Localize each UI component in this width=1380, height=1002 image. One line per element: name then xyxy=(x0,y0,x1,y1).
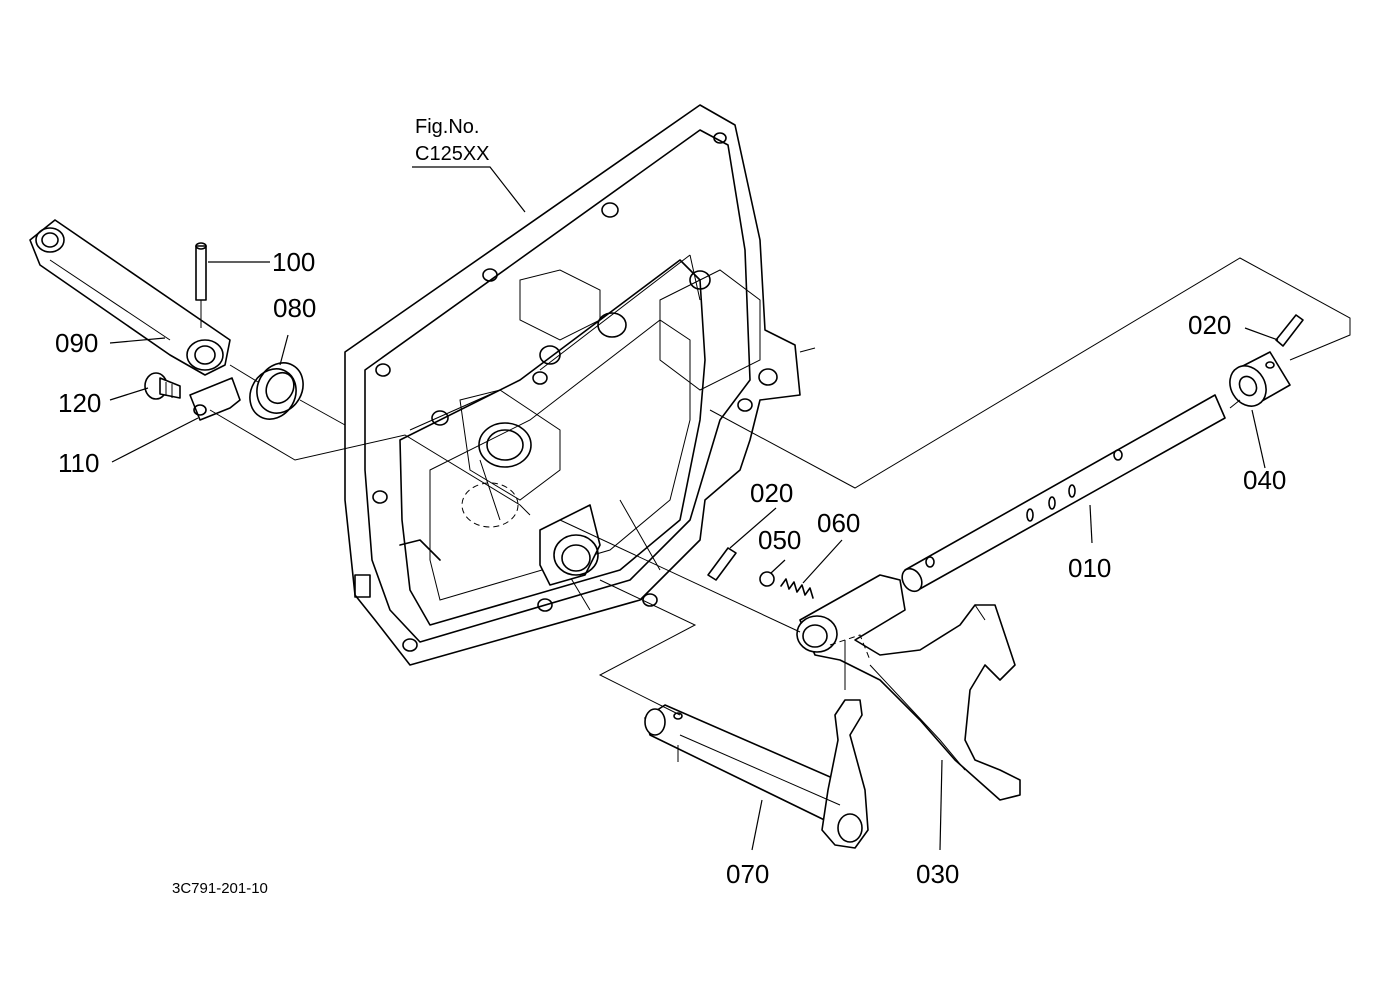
callout-040: 040 xyxy=(1243,465,1286,495)
callout-010: 010 xyxy=(1068,553,1111,583)
part-010-rod xyxy=(901,394,1226,593)
callout-080: 080 xyxy=(273,293,316,323)
figure-ref-line1: Fig.No. xyxy=(415,116,479,138)
callout-110: 110 xyxy=(58,448,99,478)
callout-020-upper: 020 xyxy=(1188,310,1231,340)
part-040-collar xyxy=(1229,351,1291,407)
part-100-pin xyxy=(195,242,207,328)
callout-050: 050 xyxy=(758,525,801,555)
part-120-bolt xyxy=(144,372,181,400)
drawing-code: 3C791-201-10 xyxy=(172,880,268,897)
part-060-spring xyxy=(780,578,814,599)
part-070-shaft-lever xyxy=(644,699,869,849)
part-050-ball xyxy=(759,571,775,587)
part-030-fork xyxy=(796,574,1021,801)
assembly-lines xyxy=(209,257,1351,716)
figure-ref-line2: C125XX xyxy=(415,143,490,165)
callout-060: 060 xyxy=(817,508,860,538)
leader-lines xyxy=(109,166,1279,851)
part-080-seal xyxy=(249,362,304,420)
callout-030: 030 xyxy=(916,859,959,889)
figure-reference: Fig.No. C125XX xyxy=(415,116,490,165)
callout-070: 070 xyxy=(726,859,769,889)
part-090-lever xyxy=(29,219,231,376)
part-110-plate xyxy=(189,377,241,421)
callout-120: 120 xyxy=(58,388,101,418)
callout-090: 090 xyxy=(55,328,98,358)
callout-020-lower: 020 xyxy=(750,478,793,508)
part-020-pin-upper xyxy=(1275,314,1304,347)
part-020-pin-lower xyxy=(707,547,737,581)
housing-case xyxy=(344,104,801,666)
callout-100: 100 xyxy=(272,247,315,277)
